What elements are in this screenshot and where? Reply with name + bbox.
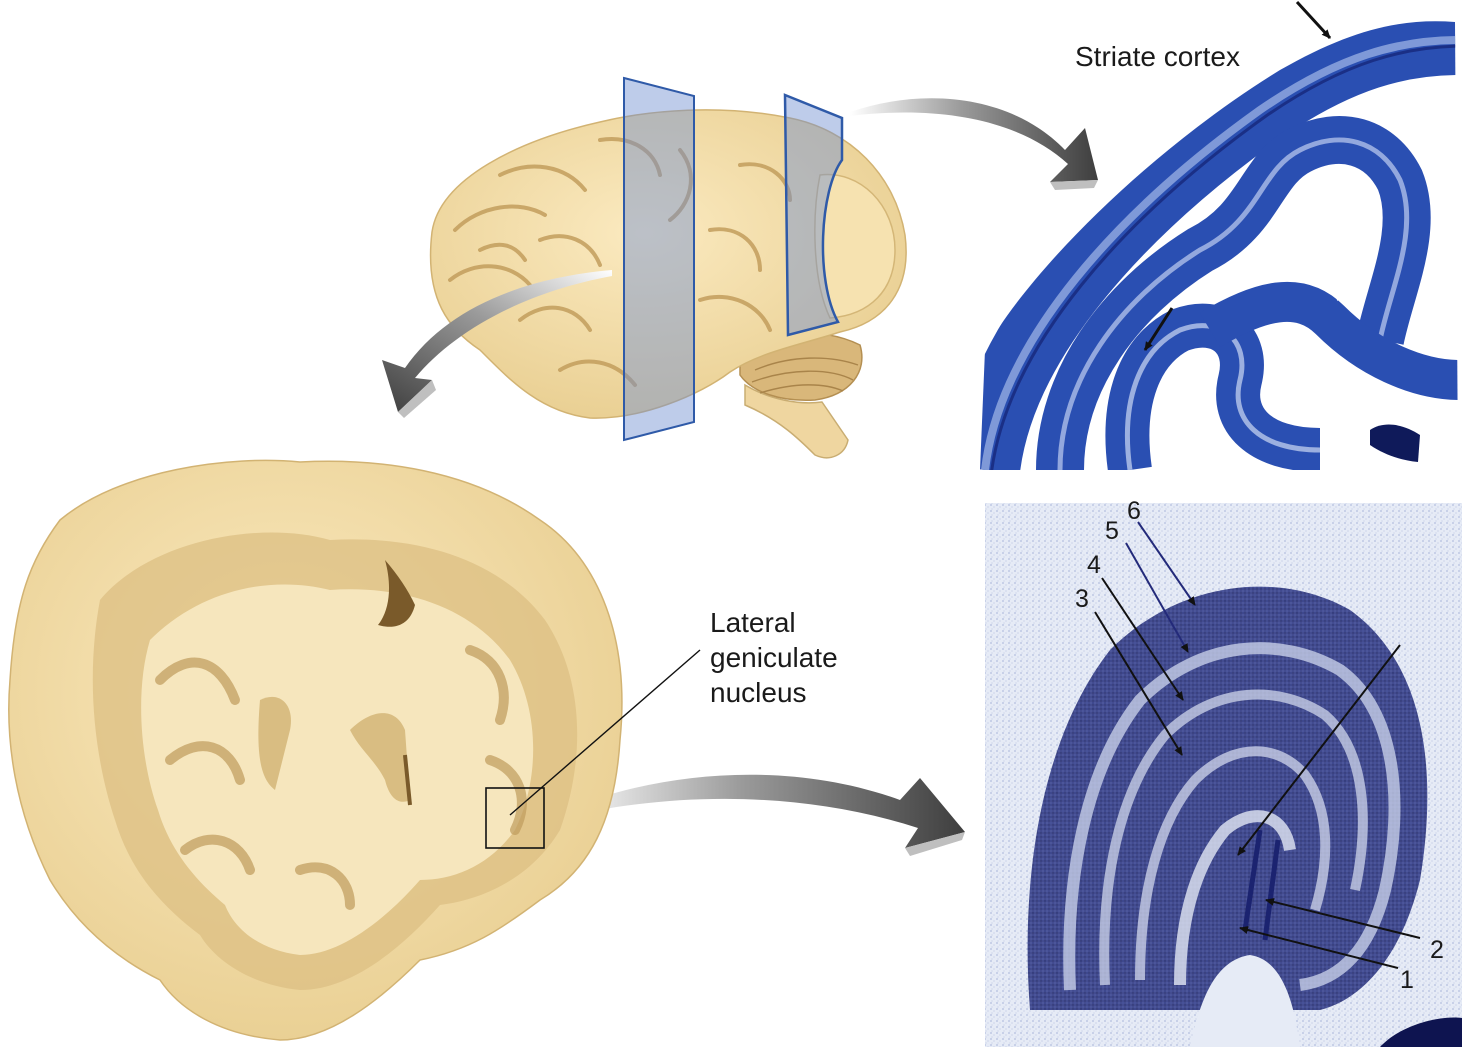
layer-6-pointer	[1137, 521, 1196, 606]
layer-label-5: 5	[1105, 517, 1119, 545]
occipital-section-plane	[783, 93, 844, 337]
layer-label-2: 2	[1430, 936, 1444, 964]
lgn-micrograph	[985, 503, 1462, 1047]
striate-arrow-inner	[1143, 307, 1174, 351]
lateral-ventricle	[350, 713, 410, 802]
layer-label-3: 3	[1075, 585, 1089, 613]
layer-5-pointer	[1125, 542, 1189, 653]
lgn-region-box	[485, 787, 545, 849]
brain-lateral-view	[429, 76, 907, 459]
layer-4-pointer	[1101, 577, 1184, 701]
arrow-to-striate-cortex	[850, 98, 1098, 190]
coronal-section-plane	[623, 76, 695, 442]
arrow-to-lgn-section	[560, 774, 965, 856]
brain-coronal-section	[8, 459, 701, 1041]
lgn-leader-line	[509, 649, 701, 816]
striate-cortex-micrograph	[980, 0, 1458, 471]
layer-label-1: 1	[1400, 966, 1414, 994]
long-diagonal-pointer	[1237, 644, 1401, 856]
striate-arrow-top	[1295, 0, 1332, 40]
layer-1-pointer	[1239, 926, 1399, 969]
lgn-label-line-3: nucleus	[710, 677, 807, 708]
arrow-to-coronal-section	[382, 270, 612, 418]
lgn-label-line-1: Lateral	[710, 607, 796, 638]
layer-label-6: 6	[1127, 497, 1141, 525]
layer-2-pointer	[1265, 898, 1421, 939]
striate-cortex-label: Striate cortex	[1075, 41, 1240, 72]
layer-label-4: 4	[1087, 551, 1101, 579]
lgn-label-line-2: geniculate	[710, 642, 838, 673]
layer-3-pointer	[1094, 611, 1183, 756]
